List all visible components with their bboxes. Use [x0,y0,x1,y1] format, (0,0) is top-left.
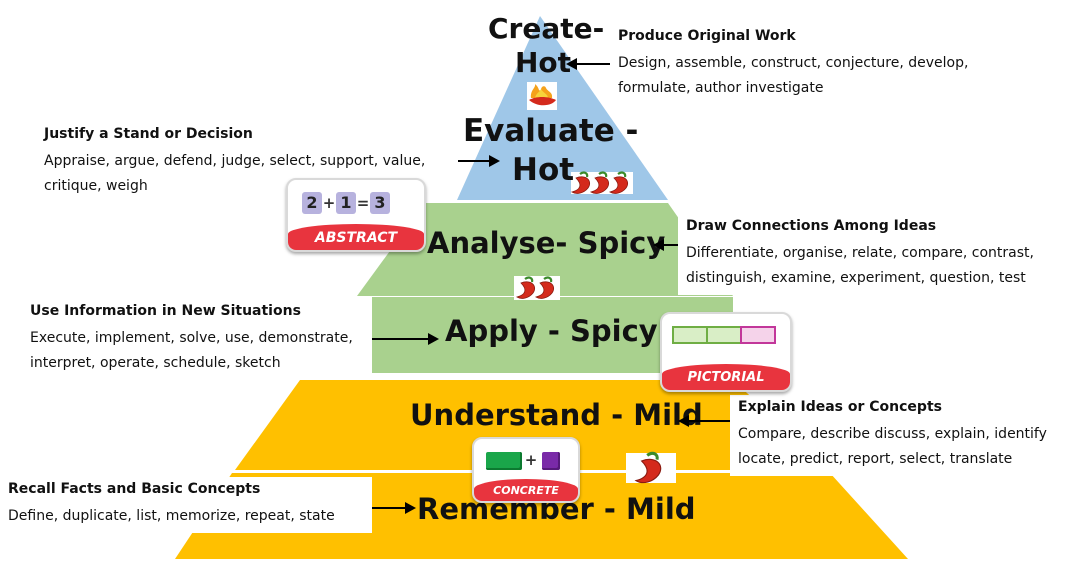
remember-body: Define, duplicate, list, memorize, repea… [8,508,335,524]
level-evaluate-label: Evaluate - [463,113,639,149]
arrow-create [566,58,610,70]
level-evaluate-sub: Hot [512,152,575,188]
create-body: Design, assemble, construct, conjecture,… [618,55,969,96]
concrete-plus: + [524,451,538,469]
level-apply-label: Apply - Spicy [445,314,658,348]
tier-hot [457,16,668,200]
abstract-label: ABSTRACT [288,224,424,250]
abstract-card-icon: 2 + 1 = 3 ABSTRACT [286,178,426,252]
pictorial-label: PICTORIAL [662,364,790,390]
eq-value: 3 [370,192,390,214]
arrow-apply [372,333,439,345]
evaluate-heading: Justify a Stand or Decision [44,126,253,142]
level-create-sub: Hot [515,46,572,79]
concrete-purple-cube [542,452,560,470]
pictorial-card-icon: PICTORIAL [660,312,792,392]
abstract-equation: 2 + 1 = 3 [302,192,390,214]
remember-description: Recall Facts and Basic Concepts Define, … [0,477,372,533]
level-create-label: Create- [488,12,605,45]
arrow-understand [678,415,730,427]
apply-body: Execute, implement, solve, use, demonstr… [30,330,353,371]
pictorial-bar-segment [672,326,708,344]
tier-mild-upper [235,380,830,470]
create-heading: Produce Original Work [618,28,796,44]
flame-chili-icon [527,82,557,110]
level-analyse-label: Analyse- Spicy [427,226,666,260]
level-understand-label: Understand - Mild [410,398,703,432]
apply-heading: Use Information in New Situations [30,303,301,319]
chili-icon [514,276,560,300]
eq-operator: = [356,194,370,212]
tier-spicy-upper [357,203,733,296]
concrete-label: CONCRETE [474,479,578,501]
eq-value: 2 [302,192,322,214]
understand-heading: Explain Ideas or Concepts [738,399,942,415]
understand-description: Explain Ideas or Concepts Compare, descr… [730,395,1070,476]
chili-icon [570,171,633,195]
apply-description: Use Information in New Situations Execut… [22,299,372,380]
eq-value: 1 [336,192,356,214]
remember-heading: Recall Facts and Basic Concepts [8,481,261,497]
analyse-description: Draw Connections Among Ideas Differentia… [678,214,1073,295]
arrow-analyse [653,239,678,251]
pictorial-bar-segment [740,326,776,344]
concrete-green-cubes [486,452,522,470]
arrow-evaluate [458,155,500,167]
pictorial-bar-segment [706,326,742,344]
understand-body: Compare, describe discuss, explain, iden… [738,426,1047,467]
arrow-remember [372,502,416,514]
eq-operator: + [322,194,336,212]
concrete-card-icon: + CONCRETE [472,437,580,503]
evaluate-body: Appraise, argue, defend, judge, select, … [44,153,426,194]
analyse-body: Differentiate, organise, relate, compare… [686,245,1034,286]
chili-icon [626,451,676,485]
create-description: Produce Original Work Design, assemble, … [610,24,1005,105]
analyse-heading: Draw Connections Among Ideas [686,218,937,234]
